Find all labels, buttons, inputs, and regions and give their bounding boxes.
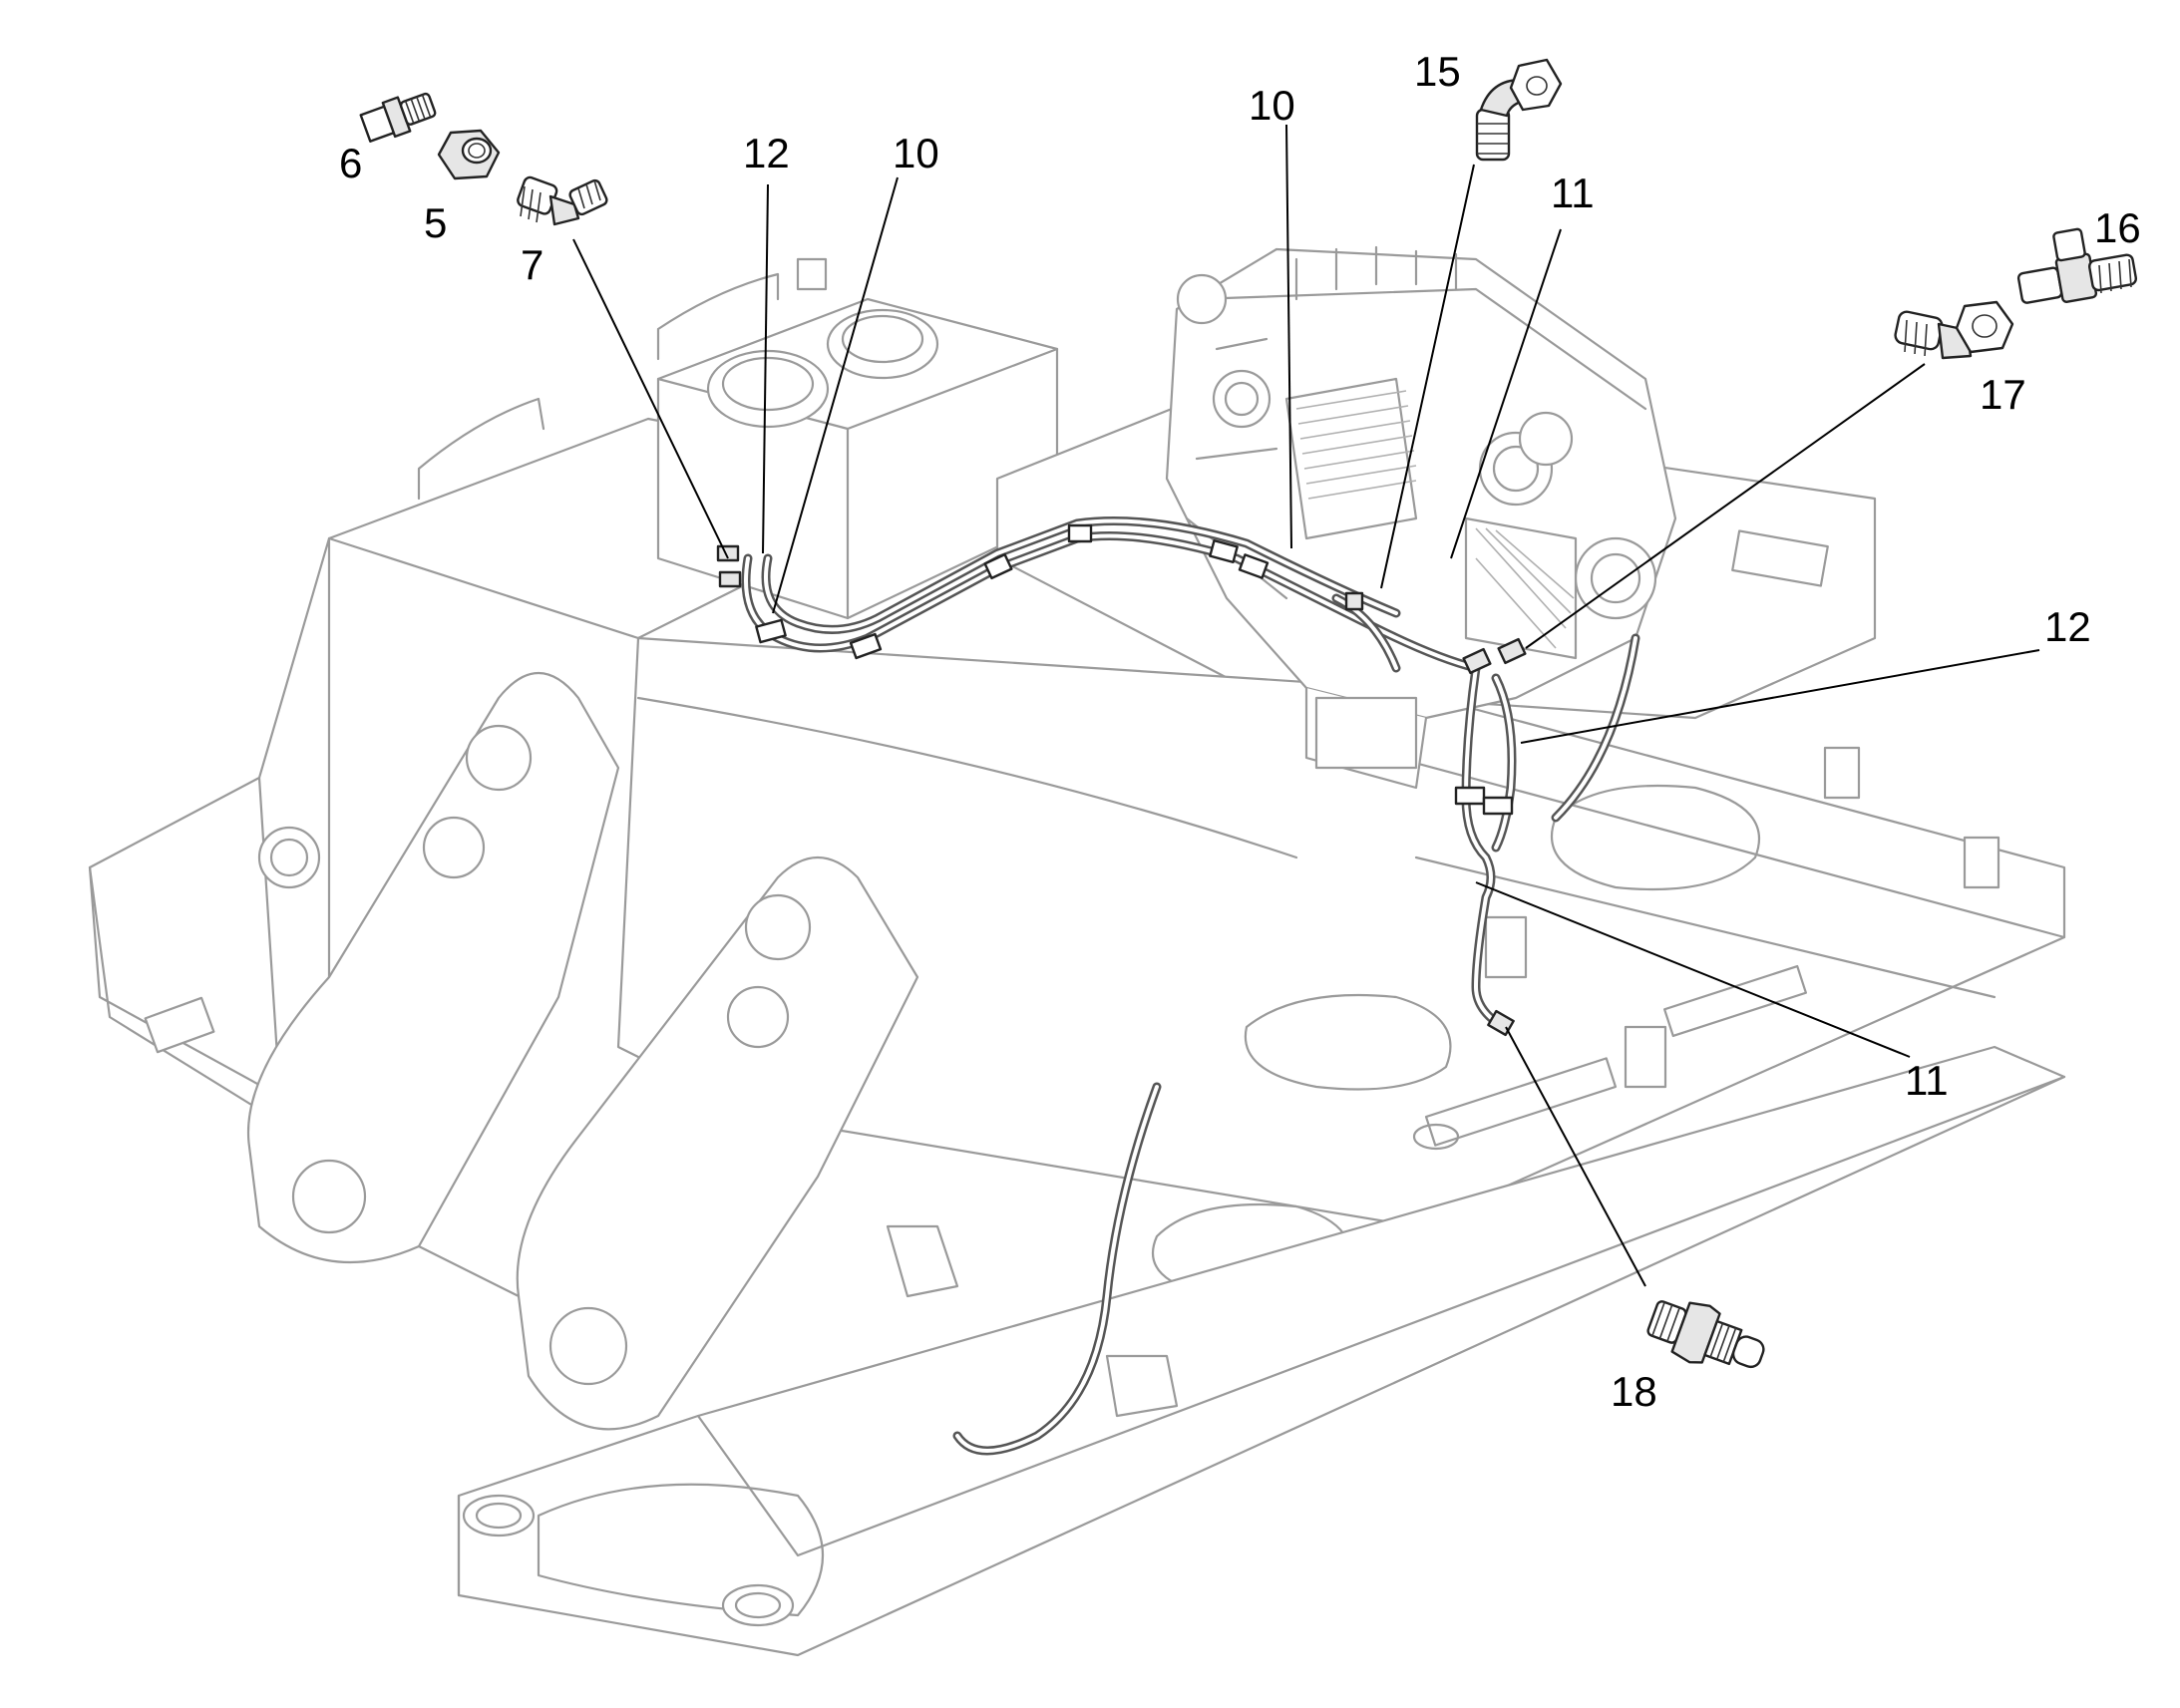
leader-lines: [572, 124, 2040, 1287]
callout-16: 16: [2094, 204, 2141, 251]
leader-10a: [772, 176, 899, 614]
part-5-nut: [437, 129, 501, 180]
part-15-elbow: [1475, 58, 1563, 162]
callout-11-bottom: 11: [1905, 1057, 1949, 1104]
part-6-plug: [359, 92, 437, 143]
callout-labels: 6 5 7 12 10 10 15 11 16 17 12 11 18: [339, 48, 2141, 1415]
callout-15: 15: [1414, 48, 1461, 95]
leader-18: [1505, 1026, 1646, 1287]
callout-11-top: 11: [1551, 170, 1595, 216]
part-16-tee: [2016, 227, 2138, 304]
callout-10-left: 10: [893, 130, 939, 176]
leader-17: [1525, 363, 1926, 649]
callout-18: 18: [1611, 1368, 1657, 1415]
leader-11a: [1450, 228, 1562, 559]
callout-5: 5: [424, 199, 447, 246]
callout-17: 17: [1980, 371, 2026, 418]
leader-10b: [1285, 124, 1292, 549]
callout-7: 7: [521, 241, 544, 288]
leader-11b: [1475, 881, 1911, 1058]
callout-10-engine: 10: [1249, 82, 1295, 129]
part-17-elbow: [1894, 300, 2014, 360]
callout-12-top: 12: [743, 130, 790, 176]
leader-12b: [1520, 649, 2040, 744]
part-18-bulkhead: [1646, 1300, 1765, 1369]
callout-6: 6: [339, 140, 362, 186]
leader-15: [1380, 164, 1475, 589]
callout-12-right: 12: [2044, 603, 2091, 650]
part-7-elbow: [517, 175, 608, 226]
machine-frame: [88, 257, 2066, 1657]
leader-7: [572, 238, 729, 559]
engine-block: [1165, 245, 1677, 790]
hose-assembly: [716, 516, 1640, 1456]
leader-12a: [762, 183, 769, 554]
